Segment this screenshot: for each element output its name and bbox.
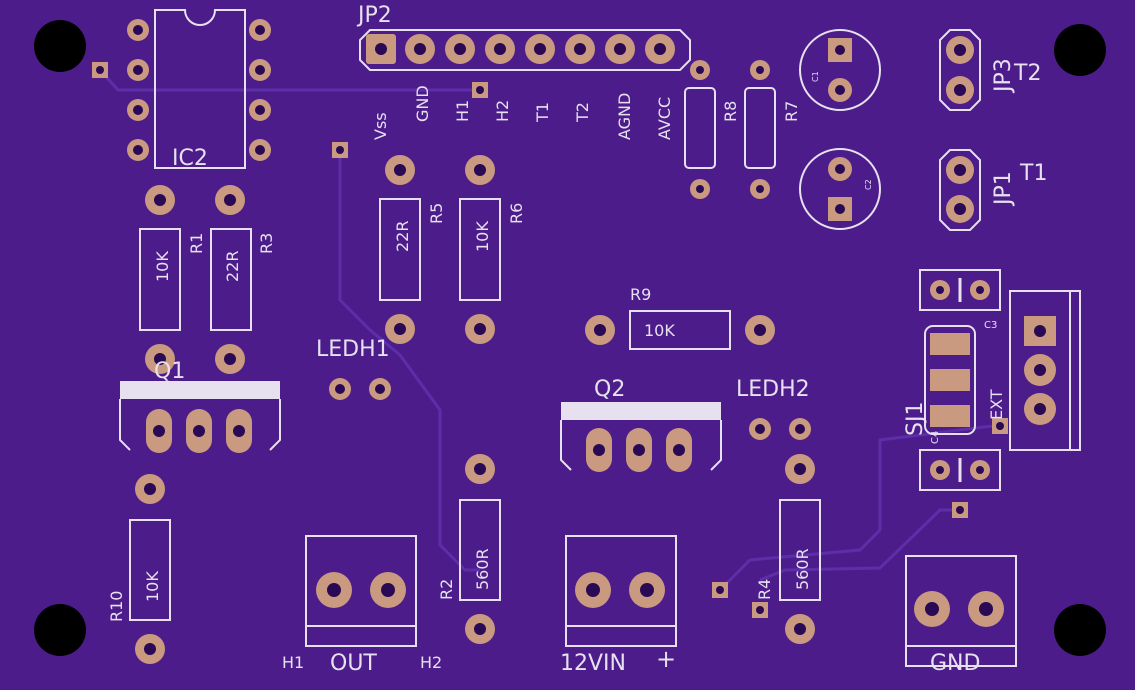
r2-value: 560R <box>473 548 492 590</box>
r6-value: 10K <box>473 221 492 252</box>
jp2-pin-label: H2 <box>493 100 512 122</box>
r10-label: R10 <box>107 591 126 622</box>
r5-value: 22R <box>393 221 412 252</box>
c4-label: C4 <box>930 431 941 444</box>
c1-c2-footprints: C1 C2 <box>799 29 881 230</box>
jp1-label: JP1 <box>991 171 1016 207</box>
jp2-pin-label: H1 <box>453 100 472 122</box>
mounting-hole-br <box>1054 604 1106 656</box>
r2-label: R2 <box>437 579 456 600</box>
c3-c4-sj1-ext: C3 C4 SJ1 EXT <box>903 269 1081 491</box>
ledh1-label: LEDH1 <box>316 337 390 362</box>
gnd-terminal: GND <box>905 555 1017 676</box>
q1-footprint: Q1 <box>119 359 281 453</box>
h2-terminal-label: H2 <box>420 653 442 672</box>
mounting-holes <box>34 20 1106 656</box>
ledh2-footprint: LEDH2 <box>736 377 811 440</box>
gnd-label: GND <box>930 651 980 676</box>
mounting-hole-tr <box>1054 24 1106 76</box>
vin-terminal: 12VIN + <box>560 535 677 676</box>
c1-label: C1 <box>811 71 820 82</box>
sj1-label: SJ1 <box>903 402 928 436</box>
t1-label: T1 <box>1019 161 1047 186</box>
jp2-pin-label: GND <box>413 85 432 122</box>
jp2-pin-label: T1 <box>533 102 552 123</box>
r4-value: 560R <box>793 548 812 590</box>
ext-label: EXT <box>987 389 1006 420</box>
ic2-footprint: IC2 <box>127 9 271 171</box>
r1-value: 10K <box>153 251 172 282</box>
r4-footprint: 560R R4 <box>755 454 821 644</box>
jp2-pin-label: AGND <box>615 93 634 140</box>
vias <box>92 62 1008 618</box>
mounting-hole-tl <box>34 20 86 72</box>
r9-label: R9 <box>630 285 651 304</box>
r4-label: R4 <box>755 579 774 600</box>
c2-label: C2 <box>864 179 873 190</box>
jp3-label: JP3 <box>991 58 1016 94</box>
h1-terminal-label: H1 <box>282 653 304 672</box>
r6-label: R6 <box>507 203 526 224</box>
jp3-jp1-footprints: JP3 T2 JP1 T1 <box>939 29 1047 231</box>
r1-r3-footprints: 10K 22R R1 R3 <box>139 185 276 374</box>
r3-value: 22R <box>223 251 242 282</box>
r7-label: R7 <box>782 101 801 122</box>
r5-r6-footprints: 22R 10K R5 R6 <box>379 155 526 344</box>
vin-plus-label: + <box>656 645 676 673</box>
jp2-label: JP2 <box>356 3 392 28</box>
mounting-hole-bl <box>34 604 86 656</box>
ic2-label: IC2 <box>172 146 208 171</box>
jp2-header: JP2 Vss GND H1 H2 T1 T2 AGND AVCC <box>356 3 691 140</box>
r5-label: R5 <box>427 203 446 224</box>
out-terminal: OUT H1 H2 <box>282 535 442 676</box>
r2-footprint: 560R R2 <box>437 454 501 644</box>
r8-r7-footprints: R8 R7 <box>684 60 801 199</box>
vin-label: 12VIN <box>560 651 626 676</box>
q2-footprint: Q2 <box>560 377 722 472</box>
r10-value: 10K <box>143 571 162 602</box>
c3-label: C3 <box>984 320 997 331</box>
jp2-pin-label: T2 <box>573 102 592 123</box>
r10-footprint: 10K R10 <box>107 474 171 664</box>
jp2-pin-label: AVCC <box>655 97 674 140</box>
jp2-pin-label: Vss <box>371 112 390 140</box>
ledh1-footprint: LEDH1 <box>316 337 391 400</box>
r9-footprint: 10K R9 <box>585 285 775 350</box>
t2-label: T2 <box>1013 61 1041 86</box>
q1-label: Q1 <box>154 359 185 384</box>
q2-label: Q2 <box>594 377 625 402</box>
r8-label: R8 <box>721 101 740 122</box>
r1-label: R1 <box>187 233 206 254</box>
r3-label: R3 <box>257 233 276 254</box>
ledh2-label: LEDH2 <box>736 377 810 402</box>
out-label: OUT <box>330 651 377 676</box>
r9-value: 10K <box>644 321 675 340</box>
